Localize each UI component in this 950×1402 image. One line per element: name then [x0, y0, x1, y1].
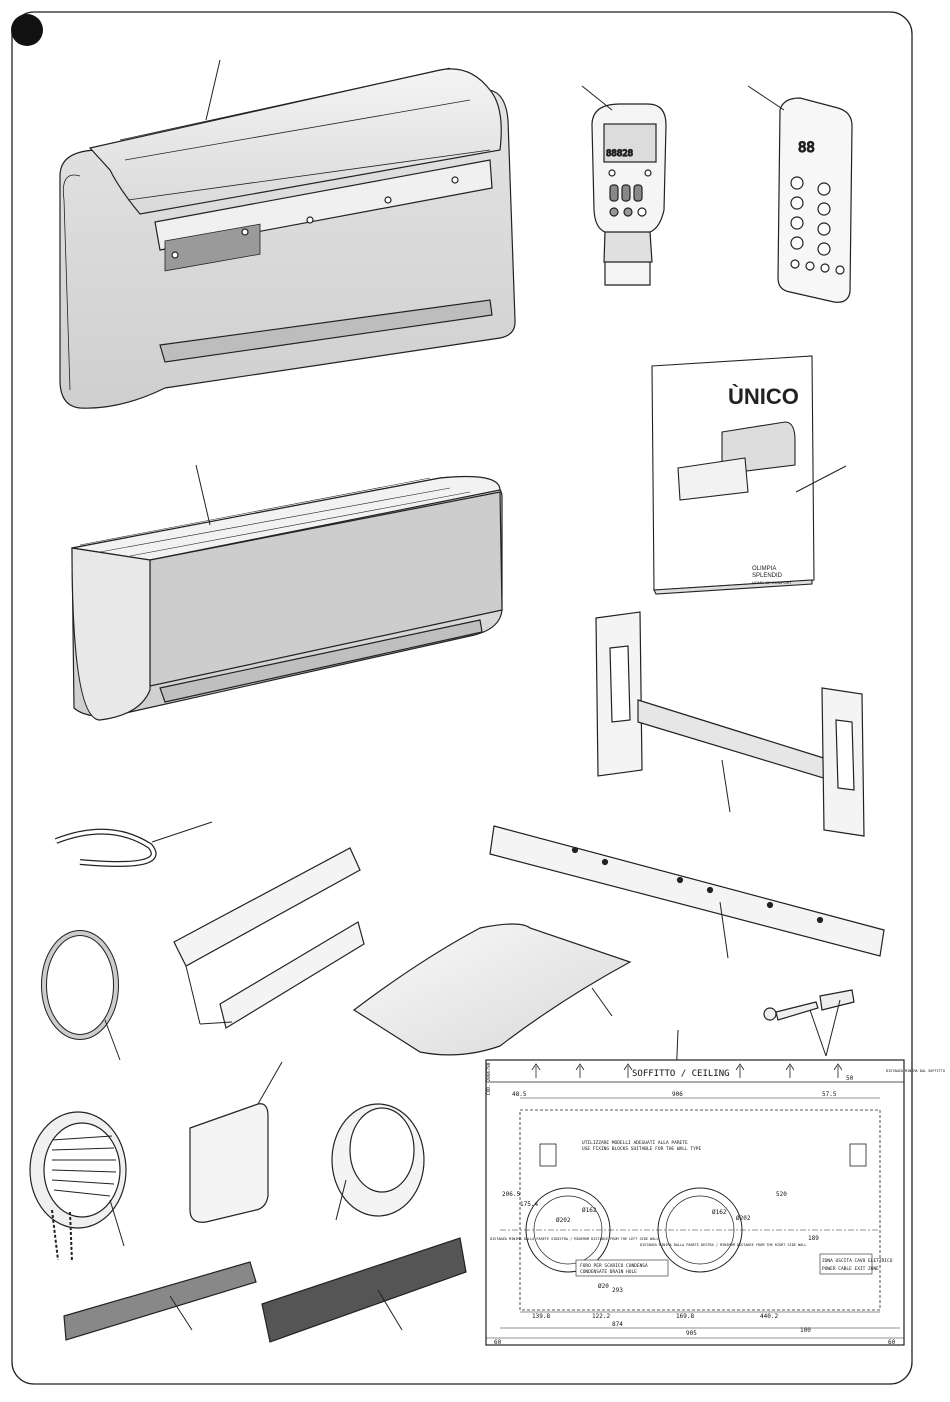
dim-d18: 50 [846, 1075, 854, 1082]
manual-tagline: HOME OF COMFORT [752, 580, 792, 585]
dim-d14: 189 [808, 1235, 819, 1242]
dim-d17: 100 [800, 1327, 811, 1334]
dim-hole4: Ø202 [736, 1215, 751, 1222]
leader-line [795, 465, 847, 493]
leader-line [205, 59, 221, 121]
dim-hole2: Ø202 [556, 1217, 571, 1224]
mounting-bar [489, 825, 885, 957]
leader-line [825, 999, 841, 1057]
manual-maker-2: SPLENDID [752, 573, 783, 579]
wireless-remote: 88 [777, 97, 853, 303]
monobloc-unit [59, 67, 516, 409]
template-code: COD. 2006798 [486, 1062, 492, 1095]
leader-line [809, 1009, 827, 1057]
seal-strip-2 [261, 1237, 467, 1343]
dim-d15: 206.5 [502, 1191, 520, 1198]
dim-d8: 293 [612, 1287, 623, 1294]
template-power-zone-it: ZONA USCITA CAVO ELETTRICO [822, 1258, 893, 1264]
leader-line [104, 1019, 121, 1061]
wall-bracket-frame [595, 611, 865, 837]
dim-hole1: Ø162 [582, 1207, 597, 1214]
dim-d3: 57.5 [822, 1091, 837, 1098]
leader-line [257, 1061, 283, 1105]
dim-d12: 60 [888, 1339, 896, 1346]
template-note-center-it: FORO PER SCARICO CONDENSA [580, 1263, 648, 1269]
split-unit [71, 475, 503, 721]
leader-line [199, 1021, 233, 1025]
leader-line [719, 901, 729, 959]
leader-line [377, 1289, 403, 1331]
hole-cover [189, 1103, 269, 1223]
page-frame [11, 11, 913, 1385]
leader-line [747, 85, 785, 111]
dim-d10: 905 [686, 1330, 697, 1337]
section-badge [11, 14, 43, 46]
template-note-hooks-en: USE FIXING BLOCKS SUITABLE FOR THE WALL … [582, 1146, 701, 1152]
template-note-center-en: CONDENSATE DRAIN HOLE [580, 1269, 637, 1275]
dim-d2: 906 [672, 1091, 683, 1098]
wired-remote: 88828 [591, 103, 667, 286]
template-right-label: DISTANZA MINIMA DALLA PARETE DESTRA / MI… [640, 1243, 806, 1247]
dim-d13: 520 [776, 1191, 787, 1198]
dim-d16: 175.4 [520, 1201, 538, 1208]
protective-film [352, 923, 632, 1056]
manual-brand: ÙNICO [728, 384, 799, 409]
leader-line [109, 1199, 125, 1247]
leader-line [185, 965, 201, 1025]
screw-and-anchor [763, 989, 855, 1021]
template-header: SOFFITTO / CEILING [632, 1069, 730, 1079]
dim-hole3: Ø162 [712, 1209, 727, 1216]
leader-line [591, 987, 613, 1017]
leader-line [335, 1179, 347, 1221]
wall-ring-flange [331, 1103, 425, 1217]
dim-d9: 874 [612, 1321, 623, 1328]
manual-maker-1: OLIMPIA [752, 566, 776, 572]
wireless-remote-display: 88 [798, 140, 815, 156]
leader-line [721, 759, 731, 813]
dim-d11: 60 [494, 1339, 502, 1346]
seal-strip-1 [63, 1261, 257, 1341]
dim-d6: 169.8 [676, 1313, 694, 1320]
tape-ring [41, 930, 119, 1040]
template-left-label: DISTANZA MINIMA DALLA PARETE SINISTRA / … [490, 1237, 659, 1241]
dim-d1: 48.5 [512, 1091, 527, 1098]
template-note-hooks-it: UTILIZZARE MODELLI ADEGUATI ALLA PARETE [582, 1140, 688, 1146]
dim-d7: 440.2 [760, 1313, 778, 1320]
template-top-right-label: DISTANZA MINIMA DAL SOFFITTO [886, 1069, 945, 1073]
template-power-zone-en: POWER CABLE EXIT ZONE [822, 1266, 879, 1272]
drilling-template: SOFFITTO / CEILING COD. 2006798 UTILIZZA… [485, 1029, 945, 1346]
leader-line [195, 464, 211, 526]
user-manual: ÙNICO OLIMPIA SPLENDID HOME OF COMFORT [651, 355, 815, 595]
dim-d4: 139.8 [532, 1313, 550, 1320]
wired-remote-display: 88828 [606, 149, 633, 159]
dim-drain: Ø20 [598, 1283, 609, 1290]
leader-line [151, 821, 213, 843]
external-grille [29, 1111, 127, 1263]
drain-hose [54, 828, 157, 867]
leader-line [581, 85, 613, 111]
gasket-holders [173, 847, 365, 1029]
leader-line [169, 1295, 193, 1331]
dim-d5: 122.2 [592, 1313, 610, 1320]
